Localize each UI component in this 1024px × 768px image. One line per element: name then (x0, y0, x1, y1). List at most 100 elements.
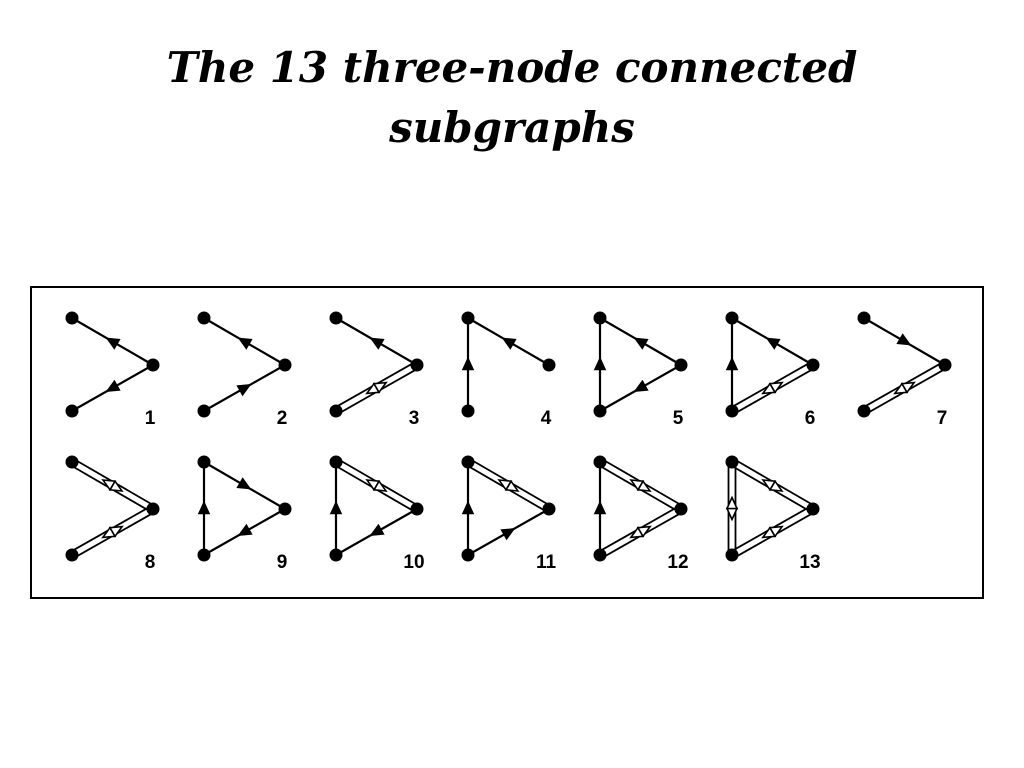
arrowhead-B-to-A (633, 337, 649, 350)
motif-7: 7 (857, 311, 952, 429)
motif-label: 2 (277, 408, 288, 429)
arrowhead-B-to-A (365, 479, 381, 492)
node-B (674, 358, 688, 372)
node-C (197, 548, 211, 562)
motif-label: 13 (799, 552, 820, 573)
node-B (410, 502, 424, 516)
arrowhead-C-to-B (636, 525, 652, 538)
node-A (593, 311, 607, 325)
arrowhead-C-to-B (372, 381, 388, 394)
motif-4: 4 (461, 311, 556, 429)
node-B (542, 358, 556, 372)
node-B (146, 502, 160, 516)
node-B (674, 502, 688, 516)
node-B (410, 358, 424, 372)
node-A (461, 311, 475, 325)
node-C (593, 548, 607, 562)
arrowhead-C-to-A (593, 356, 607, 371)
arrowhead-A-to-B (896, 333, 912, 346)
motif-10: 10 (329, 455, 425, 573)
arrowhead-B-to-A (237, 337, 253, 350)
motif-label: 11 (536, 552, 557, 573)
node-A (197, 455, 211, 469)
motif-label: 10 (403, 552, 424, 573)
arrowhead-C-to-B (768, 381, 784, 394)
node-B (278, 502, 292, 516)
motif-label: 1 (145, 408, 156, 429)
arrowhead-B-to-A (629, 479, 645, 492)
node-B (146, 358, 160, 372)
arrowhead-C-to-B (768, 525, 784, 538)
motif-6: 6 (725, 311, 820, 429)
node-A (857, 311, 871, 325)
arrowhead-C-to-B (500, 528, 516, 541)
slide-title: The 13 three-node connected subgraphs (166, 43, 858, 152)
motif-12: 12 (593, 455, 689, 573)
arrowhead-C-to-A (461, 356, 475, 371)
node-A (725, 311, 739, 325)
motif-label: 8 (145, 552, 156, 573)
motif-label: 6 (805, 408, 816, 429)
node-B (938, 358, 952, 372)
motif-11: 11 (461, 455, 557, 573)
node-C (593, 404, 607, 418)
arrowhead-C-to-A (725, 495, 739, 510)
arrowhead-C-to-A (329, 500, 343, 515)
node-A (593, 455, 607, 469)
node-C (461, 548, 475, 562)
arrowhead-C-to-B (108, 525, 124, 538)
node-C (725, 548, 739, 562)
node-A (329, 455, 343, 469)
node-C (65, 404, 79, 418)
arrowhead-B-to-C (633, 379, 649, 392)
arrowhead-C-to-A (725, 356, 739, 371)
motif-label: 9 (277, 552, 288, 573)
node-C (725, 404, 739, 418)
node-B (278, 358, 292, 372)
arrowhead-B-to-C (369, 523, 385, 536)
arrowhead-C-to-A (593, 500, 607, 515)
node-C (329, 548, 343, 562)
motif-8: 8 (65, 455, 160, 573)
arrowhead-B-to-A (101, 479, 117, 492)
node-C (329, 404, 343, 418)
arrowhead-C-to-B (236, 384, 252, 397)
node-A (725, 455, 739, 469)
node-A (65, 455, 79, 469)
arrowhead-B-to-A (105, 337, 121, 350)
node-C (857, 404, 871, 418)
arrowhead-B-to-A (765, 337, 781, 350)
motif-label: 3 (409, 408, 420, 429)
node-C (461, 404, 475, 418)
arrowhead-C-to-A (461, 500, 475, 515)
node-C (65, 548, 79, 562)
node-B (542, 502, 556, 516)
node-B (806, 358, 820, 372)
motif-3: 3 (329, 311, 424, 429)
node-C (197, 404, 211, 418)
node-A (461, 455, 475, 469)
motif-label: 5 (673, 408, 684, 429)
motif-1: 1 (65, 311, 160, 429)
arrowhead-B-to-C (237, 523, 253, 536)
motif-2: 2 (197, 311, 292, 429)
node-A (65, 311, 79, 325)
arrowhead-A-to-B (236, 477, 252, 490)
arrowhead-B-to-A (501, 337, 517, 350)
arrowhead-C-to-A (197, 500, 211, 515)
motif-5: 5 (593, 311, 688, 429)
arrowhead-B-to-A (369, 337, 385, 350)
motif-label: 12 (667, 552, 688, 573)
arrowhead-C-to-B (900, 381, 916, 394)
motif-9: 9 (197, 455, 292, 573)
arrowhead-B-to-C (105, 379, 121, 392)
node-A (197, 311, 211, 325)
motif-label: 4 (541, 408, 552, 429)
arrowhead-B-to-A (761, 479, 777, 492)
node-A (329, 311, 343, 325)
node-B (806, 502, 820, 516)
motif-label: 7 (937, 408, 948, 429)
motif-13: 13 (725, 455, 821, 573)
